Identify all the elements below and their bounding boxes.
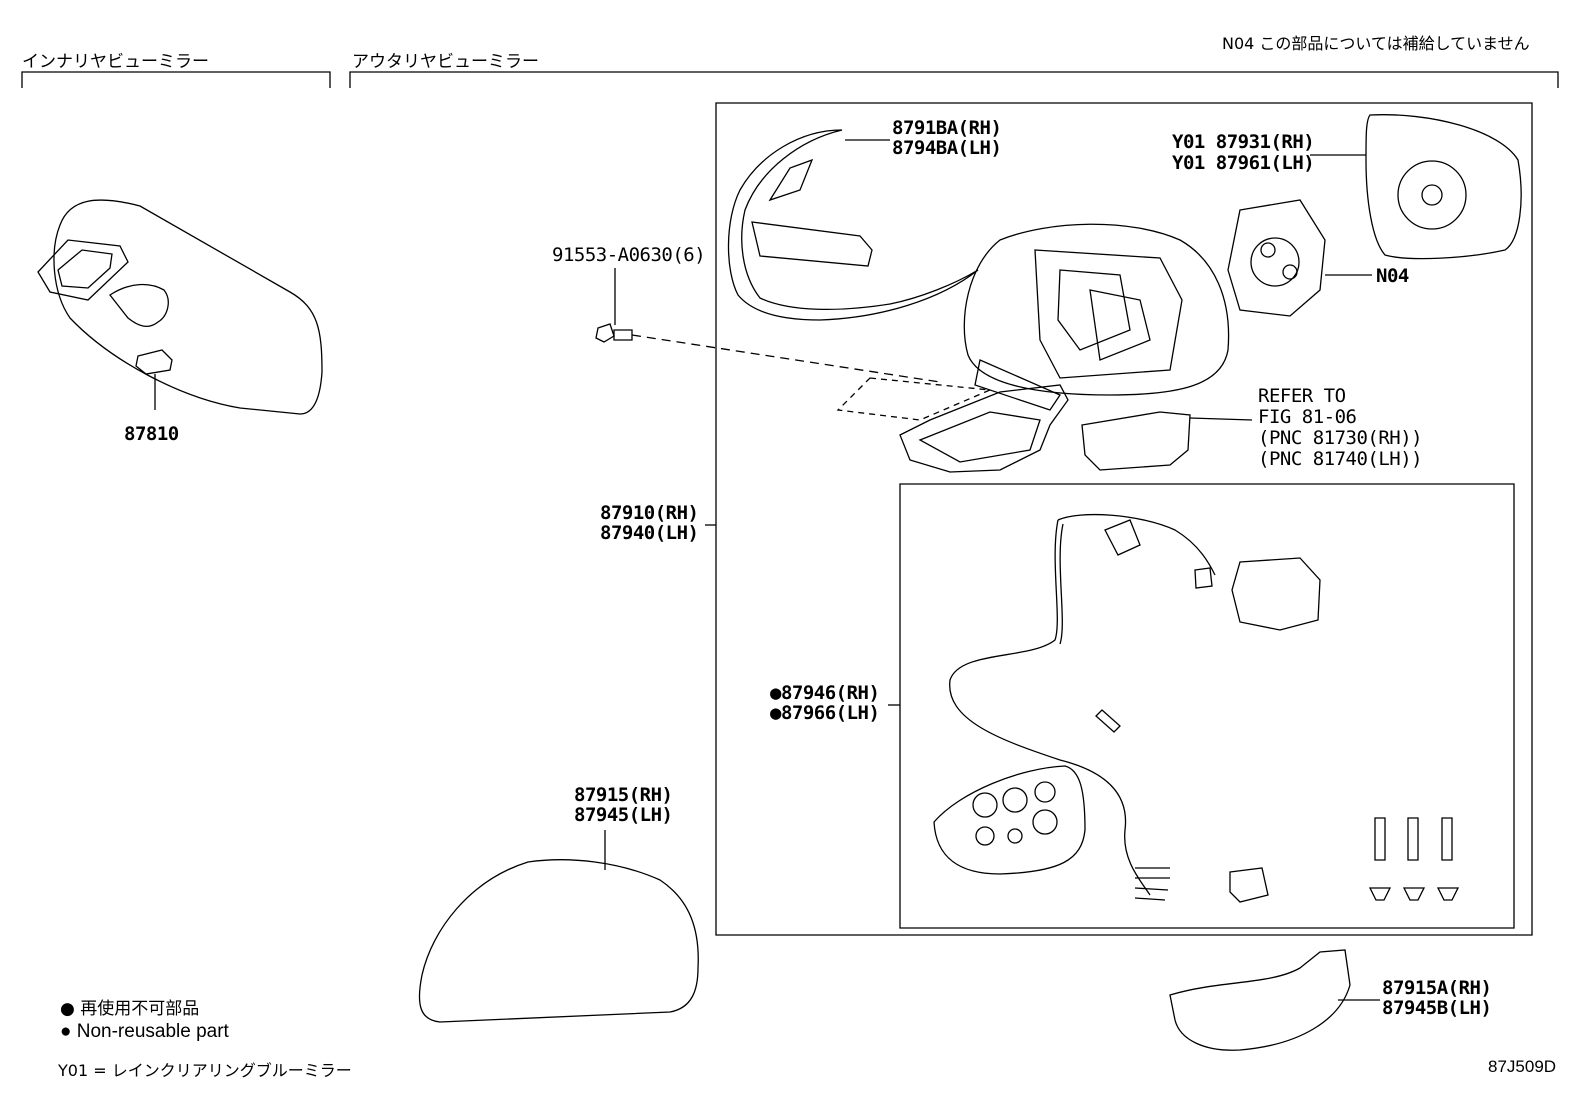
part-label-87915A[interactable]: 87915A(RH) xyxy=(1382,977,1492,999)
part-label-91553[interactable]: 91553-A0630(6) xyxy=(552,244,706,266)
leader-lines xyxy=(705,525,900,705)
legend-y01-note: Y01 = レインクリアリングブルーミラー xyxy=(58,1061,352,1080)
figure-code: 87J509D xyxy=(1488,1057,1557,1076)
outer-mirror-assembly-box xyxy=(716,103,1532,935)
part-label-87945B[interactable]: 87945B(LH) xyxy=(1382,997,1492,1019)
refer-to-line3: (PNC 81730(RH)) xyxy=(1258,427,1423,449)
refer-to-line1: REFER TO xyxy=(1258,385,1346,407)
part-label-87966[interactable]: ●87966(LH) xyxy=(770,702,880,724)
refer-to-line2[interactable]: FIG 81-06 xyxy=(1258,406,1357,428)
part-label-8791BA[interactable]: 8791BA(RH) xyxy=(892,117,1002,139)
mirror-actuator-illustration xyxy=(1228,200,1372,316)
part-label-87961[interactable]: Y01 87961(LH) xyxy=(1172,152,1315,174)
bolt-illustration xyxy=(596,268,990,420)
motor-subassembly-box xyxy=(900,484,1514,928)
part-label-87940[interactable]: 87940(LH) xyxy=(600,522,699,544)
part-label-87810[interactable]: 87810 xyxy=(124,423,179,445)
legend-nonreusable-jp: ● 再使用不可部品 xyxy=(60,999,200,1019)
part-label-87931[interactable]: Y01 87931(RH) xyxy=(1172,131,1315,153)
mirror-base-illustration xyxy=(900,385,1068,472)
part-label-N04[interactable]: N04 xyxy=(1376,265,1409,287)
part-label-87946[interactable]: ●87946(RH) xyxy=(770,682,880,704)
inner-mirror-illustration xyxy=(38,200,322,414)
lower-cover-illustration xyxy=(1170,950,1380,1050)
visor-illustration xyxy=(728,130,978,320)
mirror-glass-illustration xyxy=(1310,115,1521,259)
inner-mirror-section-title: インナリヤビューミラー xyxy=(22,52,209,72)
outer-mirror-section-title: アウタリヤビューミラー xyxy=(352,52,539,72)
turn-signal-illustration xyxy=(1082,412,1252,470)
inner-mirror-section-bracket xyxy=(22,72,330,88)
refer-to-line4: (PNC 81740(LH)) xyxy=(1258,448,1423,470)
outer-mirror-section-bracket xyxy=(350,72,1558,88)
motor-harness-illustration xyxy=(934,515,1458,902)
mirror-housing-illustration xyxy=(964,224,1228,410)
part-label-87945[interactable]: 87945(LH) xyxy=(574,804,673,826)
legend-nonreusable-en: ● Non-reusable part xyxy=(60,1021,229,1042)
part-label-87910[interactable]: 87910(RH) xyxy=(600,502,699,524)
part-label-87915[interactable]: 87915(RH) xyxy=(574,784,673,806)
part-label-8794BA[interactable]: 8794BA(LH) xyxy=(892,137,1002,159)
housing-cover-illustration xyxy=(419,830,698,1022)
n04-supply-note: N04 この部品については補給していません xyxy=(1222,34,1530,53)
